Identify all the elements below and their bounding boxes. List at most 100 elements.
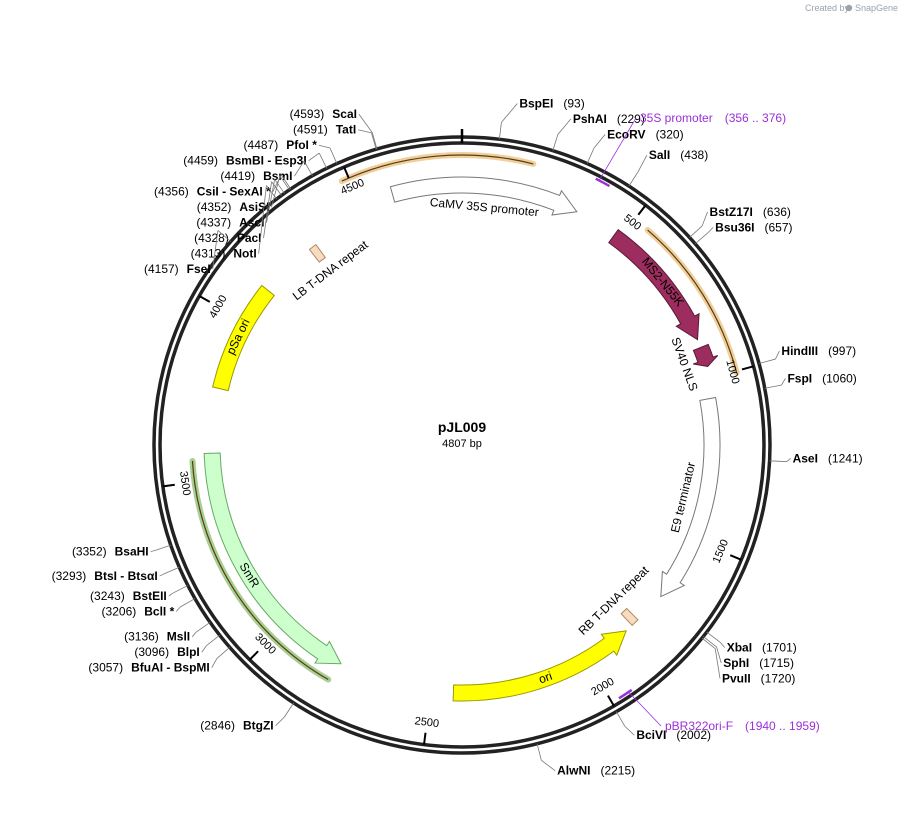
site-sphi: SphI (1715)	[703, 636, 794, 670]
feature-camv-35s-promoter	[389, 176, 578, 216]
site-bsahi: BsaHI(3352)	[72, 545, 171, 559]
site-connector	[271, 175, 281, 208]
site-connector	[154, 544, 171, 552]
site-name: BstEII	[133, 589, 167, 603]
primer-connector	[598, 117, 637, 181]
primer-sites: 35S promoter(356 .. 376)pBR322ori-F(1940…	[595, 111, 820, 733]
primer-pbr322ori-f: pBR322ori-F(1940 .. 1959)	[618, 688, 820, 733]
site-csii-sexai: CsiI - SexAI *(4356)	[154, 174, 292, 199]
site-connector	[707, 227, 714, 233]
site-position: (4337)	[196, 216, 231, 230]
site-connector	[371, 132, 377, 150]
site-connector	[280, 174, 292, 190]
tick-500	[637, 204, 647, 216]
site-position: (1241)	[828, 451, 863, 465]
site-position: (4487)	[244, 138, 279, 152]
site-position: (1715)	[759, 656, 794, 670]
primer-range: (1940 .. 1959)	[745, 719, 820, 733]
site-connector	[212, 230, 219, 270]
site-name: FspI	[787, 371, 812, 385]
site-connector	[615, 711, 626, 727]
site-position: (2846)	[200, 719, 235, 733]
site-fsei: FseI(4157)	[144, 230, 231, 276]
site-asisi: AsiSI (4352)	[197, 175, 290, 214]
tick-label-3500: 3500	[177, 470, 192, 496]
site-bcli: BclI *(3206)	[102, 598, 196, 619]
site-position: (438)	[680, 148, 708, 162]
site-bsmbi-esp3i: BsmBI - Esp3I(4459)	[183, 152, 328, 169]
tick-1500	[729, 554, 742, 561]
site-name: SphI	[723, 656, 749, 670]
site-position: (3136)	[124, 630, 159, 644]
site-connector	[318, 152, 328, 169]
site-bspei: BspEI(93)	[498, 97, 585, 140]
feature-ms2-n55k	[608, 228, 700, 341]
site-connector	[271, 181, 282, 196]
plasmid-center-label: pJL009 4807 bp	[438, 419, 486, 450]
tick-4000	[198, 295, 211, 303]
site-name: BtgZI	[243, 719, 274, 733]
site-fspi: FspI (1060)	[764, 371, 857, 389]
site-connector	[769, 460, 787, 463]
site-name: Bsu36I	[715, 220, 754, 234]
tick-3000	[248, 650, 259, 661]
site-position: (657)	[765, 220, 793, 234]
site-position: (3243)	[90, 589, 125, 603]
site-connector	[541, 759, 556, 772]
feature-label-rb-t-dna-repeat: RB T-DNA repeat	[576, 563, 652, 638]
tick-label-1500: 1500	[711, 538, 731, 565]
site-position: (997)	[828, 344, 856, 358]
tick-label-4000: 4000	[207, 293, 230, 320]
tick-label-500: 500	[621, 212, 643, 233]
site-position: (4352)	[197, 200, 232, 214]
site-msli: MslI (3136)	[124, 621, 211, 644]
site-connector	[266, 179, 276, 223]
feature-e9-terminator	[660, 396, 721, 598]
site-connector	[716, 646, 722, 664]
site-bsmi: BsmI(4419)	[220, 160, 313, 183]
highlight-line-camv-35s-promoter	[341, 154, 534, 182]
site-connector	[371, 132, 378, 150]
site-name: BsaHI	[115, 545, 149, 559]
site-connector	[211, 658, 218, 668]
feature-smr	[203, 452, 342, 665]
site-connector	[624, 725, 635, 736]
site-position: (3096)	[134, 645, 169, 659]
site-position: (636)	[763, 205, 791, 219]
site-connector	[279, 175, 290, 191]
site-connector	[201, 645, 207, 653]
site-name: BsmI	[263, 169, 292, 183]
site-connector	[196, 621, 211, 633]
site-connector	[175, 606, 181, 612]
site-connector	[557, 118, 572, 135]
site-connector	[168, 592, 173, 597]
site-connector	[172, 585, 189, 594]
site-btgzi: BtgZI (2846)	[200, 702, 294, 733]
site-name: PacI	[237, 231, 262, 245]
site-tati: TatI(4591)	[293, 123, 377, 150]
tick-4500	[343, 166, 350, 179]
primer-mark	[595, 177, 611, 188]
site-name: BciVI	[636, 728, 666, 742]
site-name: HindIII	[781, 344, 818, 358]
site-connector	[180, 598, 196, 608]
site-connector	[206, 634, 220, 647]
site-connector	[159, 573, 164, 577]
site-scai: ScaI(4593)	[290, 107, 378, 150]
site-name: NotI	[233, 247, 256, 261]
site-name: AsiSI	[239, 200, 269, 214]
site-connector	[275, 716, 285, 726]
site-connector	[308, 152, 320, 162]
tick-1000	[741, 365, 754, 371]
site-position: (1720)	[761, 671, 796, 685]
tick-3500	[162, 483, 175, 488]
site-connector	[216, 647, 231, 659]
site-position: (1060)	[822, 371, 857, 385]
plasmid-backbone	[152, 129, 772, 755]
site-name: MslI	[167, 630, 190, 644]
feature-lb-t-dna-repeat	[308, 243, 327, 263]
site-noti: NotI(4313)	[191, 185, 277, 261]
site-connector	[694, 232, 709, 245]
restriction-sites: BspEI(93)PshAI(229)EcoRV(320)SalI(438)Bs…	[52, 97, 863, 778]
primer-range: (356 .. 376)	[725, 111, 786, 125]
